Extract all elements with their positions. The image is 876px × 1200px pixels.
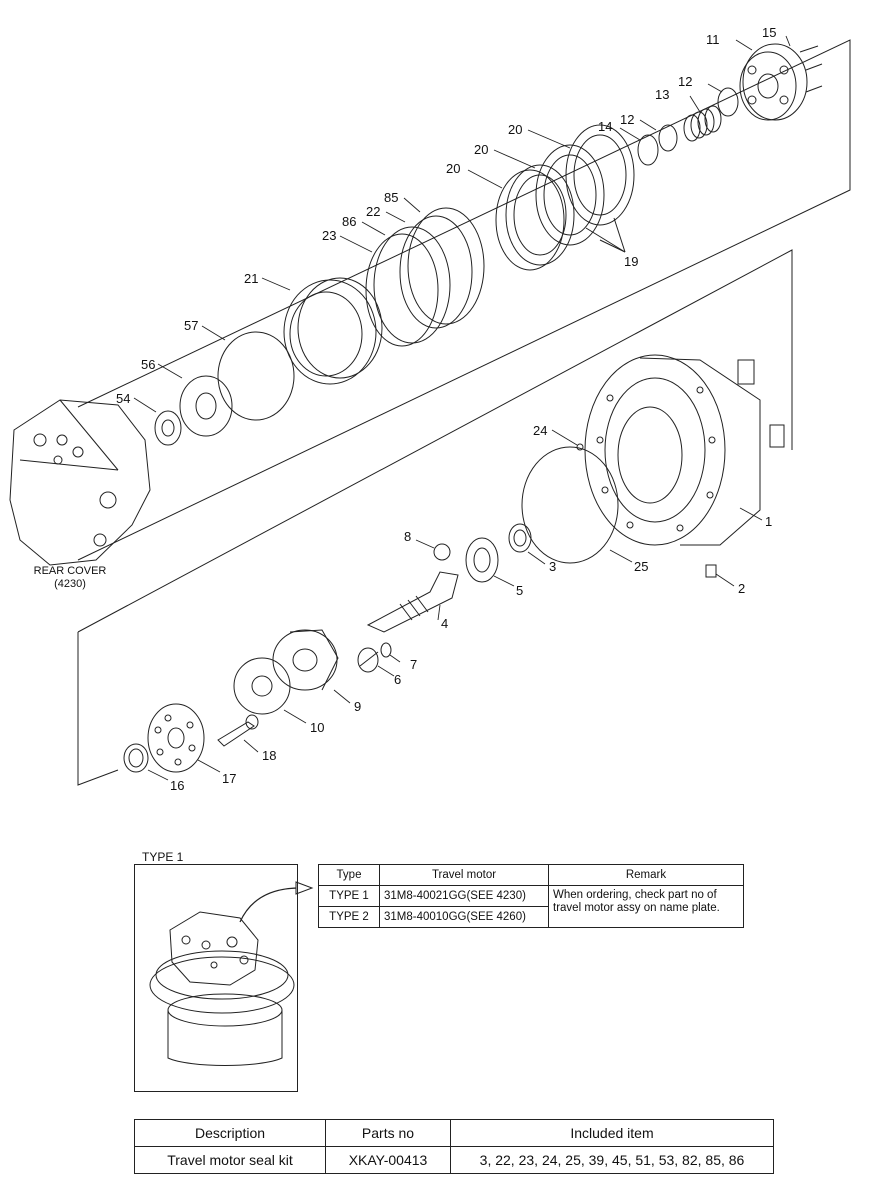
part-54-bearing xyxy=(154,410,182,446)
part-23-ring xyxy=(365,233,439,347)
part-22-ring xyxy=(399,215,473,329)
callout-14: 14 xyxy=(598,119,612,134)
rear-cover-label: REAR COVER xyxy=(34,565,107,577)
callout-20-low: 20 xyxy=(446,161,460,176)
type-header: Type xyxy=(318,864,380,886)
type-cell: TYPE 2 xyxy=(318,906,380,928)
callout-17: 17 xyxy=(222,771,236,786)
inset-arrow-head xyxy=(295,881,314,895)
part-14-snap-ring xyxy=(637,134,659,166)
callout-15: 15 xyxy=(762,25,776,40)
parts-no-cell: XKAY-00413 xyxy=(325,1146,451,1174)
callout-54: 54 xyxy=(116,391,130,406)
part-13-spring xyxy=(683,105,722,142)
callout-20-mid: 20 xyxy=(474,142,488,157)
parts-no-header: Parts no xyxy=(325,1119,451,1147)
callout-56: 56 xyxy=(141,357,155,372)
callout-12-lower: 12 xyxy=(620,112,634,127)
part-86-ring xyxy=(373,226,451,344)
callout-7: 7 xyxy=(410,657,417,672)
part-6-piston xyxy=(357,647,379,673)
description-cell: Travel motor seal kit xyxy=(134,1146,326,1174)
inset-arrow xyxy=(239,887,301,923)
rear-cover-part xyxy=(9,399,151,566)
inset-motor-thumbnail xyxy=(149,911,295,1066)
group-boundary-left xyxy=(77,632,119,786)
part-85-ring xyxy=(407,207,485,325)
callout-21: 21 xyxy=(244,271,258,286)
part-2-plug xyxy=(705,564,717,578)
part-17-retainer xyxy=(147,703,205,773)
callout-85: 85 xyxy=(384,190,398,205)
table-row: Travel motor seal kit XKAY-00413 3, 22, … xyxy=(134,1146,774,1174)
callout-25: 25 xyxy=(634,559,648,574)
table-row: TYPE 1 31M8-40021GG(SEE 4230) When order… xyxy=(318,885,744,928)
part-56-plate xyxy=(179,375,233,437)
part-8-ball xyxy=(433,543,451,561)
type-cell: TYPE 1 xyxy=(318,885,380,907)
type-table-header: Type Travel motor Remark xyxy=(318,864,744,886)
motor-header: Travel motor xyxy=(379,864,549,886)
part-57-plate xyxy=(217,331,295,421)
part-10-plate xyxy=(233,657,291,715)
callout-18: 18 xyxy=(262,748,276,763)
part-24-pin xyxy=(576,443,584,451)
callout-2: 2 xyxy=(738,581,745,596)
group-boundary-upper xyxy=(77,39,851,561)
part-25-oring xyxy=(521,446,619,564)
motor-cell: 31M8-40021GG(SEE 4230) xyxy=(379,885,549,907)
part-15-cylinder-block xyxy=(739,43,823,121)
callout-12-upper: 12 xyxy=(678,74,692,89)
callout-8: 8 xyxy=(404,529,411,544)
travel-motor-type-table: Type Travel motor Remark TYPE 1 31M8-400… xyxy=(318,864,744,928)
part-18-pin xyxy=(217,714,259,747)
part-7-spring xyxy=(380,642,392,658)
rear-cover-ref: (4230) xyxy=(54,578,86,590)
motor-cell: 31M8-40010GG(SEE 4260) xyxy=(379,906,549,928)
callout-86: 86 xyxy=(342,214,356,229)
callout-24: 24 xyxy=(533,423,547,438)
part-4-shaft xyxy=(366,571,459,633)
callout-numbers: 11 15 12 13 12 14 20 20 20 85 22 86 23 1… xyxy=(34,25,777,793)
callout-10: 10 xyxy=(310,720,324,735)
part-21-piston xyxy=(283,277,383,385)
callout-1: 1 xyxy=(765,514,772,529)
callout-13: 13 xyxy=(655,87,669,102)
part-12-ring-upper xyxy=(717,87,739,117)
description-header: Description xyxy=(134,1119,326,1147)
callout-6: 6 xyxy=(394,672,401,687)
included-header: Included item xyxy=(450,1119,774,1147)
callout-19: 19 xyxy=(624,254,638,269)
included-cell: 3, 22, 23, 24, 25, 39, 45, 51, 53, 82, 8… xyxy=(450,1146,774,1174)
part-20-plates xyxy=(495,124,635,271)
remark-cell: When ordering, check part no of travel m… xyxy=(548,885,744,928)
callout-4: 4 xyxy=(441,616,448,631)
callout-11: 11 xyxy=(706,32,720,47)
callout-9: 9 xyxy=(354,699,361,714)
callout-20-top: 20 xyxy=(508,122,522,137)
part-12-ring-lower xyxy=(658,124,678,152)
leader-lines xyxy=(133,35,791,781)
type-inset-box xyxy=(134,864,298,1092)
part-16-ring xyxy=(123,743,149,773)
part-9-plate xyxy=(272,629,339,691)
callout-16: 16 xyxy=(170,778,184,793)
part-3-seal xyxy=(508,523,532,553)
seal-kit-table: Description Parts no Included item Trave… xyxy=(134,1119,774,1174)
callout-23: 23 xyxy=(322,228,336,243)
remark-header: Remark xyxy=(548,864,744,886)
callout-57: 57 xyxy=(184,318,198,333)
callout-3: 3 xyxy=(549,559,556,574)
callout-22: 22 xyxy=(366,204,380,219)
table-row: TYPE 2 31M8-40010GG(SEE 4260) xyxy=(318,906,744,928)
part-1-housing xyxy=(584,354,785,546)
part-5-bearing xyxy=(465,537,499,583)
callout-5: 5 xyxy=(516,583,523,598)
type-inset-caption: TYPE 1 xyxy=(142,850,184,864)
group-boundary-lower xyxy=(77,249,793,633)
kit-table-header: Description Parts no Included item xyxy=(134,1119,774,1147)
part-19-leaders xyxy=(585,217,626,253)
